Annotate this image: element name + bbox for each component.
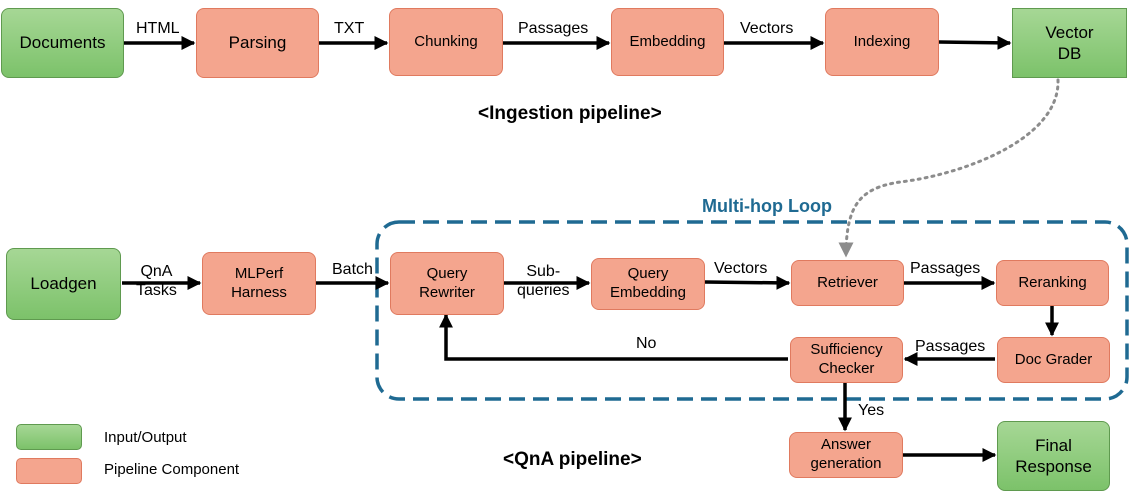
mlperf-line2: Harness [231, 283, 287, 301]
edge-label-passages-top: Passages [910, 260, 981, 277]
node-parsing: Parsing [196, 8, 319, 78]
node-loadgen: Loadgen [6, 248, 121, 320]
answer-line1: Answer [820, 436, 872, 454]
node-chunking: Chunking [389, 8, 503, 76]
edge-label-vectors: Vectors [740, 20, 794, 37]
vector-db-line1: Vector [1045, 22, 1094, 42]
legend-label-input-output: Input/Output [104, 429, 187, 446]
query-embedding-line2: Embedding [610, 284, 686, 301]
legend-label-pipeline-component: Pipeline Component [104, 461, 240, 478]
node-reranking: Reranking [996, 260, 1109, 306]
node-query-rewriter: Query Rewriter [390, 252, 504, 315]
query-rewriter-line2: Rewriter [419, 283, 475, 301]
sufficiency-line1: Sufficiency [810, 341, 883, 359]
qna-tasks-line2: Tasks [136, 282, 177, 300]
edge-label-html: HTML [136, 20, 180, 37]
edge-label-passages: Passages [518, 20, 589, 37]
final-line1: Final [1035, 435, 1072, 455]
node-embedding: Embedding [611, 8, 724, 76]
query-embedding-line1: Query [627, 265, 669, 283]
subqueries-line2: queries [517, 282, 570, 300]
edge-label-txt: TXT [334, 20, 365, 37]
arrow-indexing-vectordb [938, 35, 1012, 50]
legend-swatch-pipeline-component [16, 458, 82, 484]
node-query-embedding: Query Embedding [591, 258, 705, 310]
node-documents: Documents [1, 8, 124, 78]
dotted-link-vectordb-retriever [838, 78, 1060, 258]
sufficiency-line2: Checker [818, 360, 875, 377]
edge-label-qna-tasks: QnA Tasks [136, 262, 177, 300]
edge-label-no: No [636, 335, 657, 352]
edge-label-subqueries: Sub- queries [517, 262, 569, 300]
node-final-response: Final Response [997, 421, 1110, 491]
vector-db-line2: DB [1057, 44, 1082, 63]
answer-line2: generation [810, 455, 882, 472]
mlperf-line1: MLPerf [234, 264, 284, 282]
arrow-sufficiency-rewriter-no [439, 313, 788, 361]
multi-hop-loop-border [375, 220, 1129, 401]
legend-swatch-input-output [16, 424, 82, 450]
qna-tasks-line1: QnA [140, 263, 173, 280]
node-doc-grader: Doc Grader [997, 337, 1110, 383]
node-indexing: Indexing [825, 8, 939, 76]
edge-label-vectors-qna: Vectors [714, 260, 768, 277]
node-sufficiency-checker: Sufficiency Checker [790, 337, 903, 383]
arrow-qembedding-retriever [704, 275, 791, 290]
multi-hop-loop-title: Multi-hop Loop [702, 196, 832, 216]
edge-label-passages-bottom: Passages [915, 338, 986, 355]
node-vector-db: Vector DB [1012, 8, 1127, 78]
ingestion-pipeline-title: <Ingestion pipeline> [478, 103, 662, 124]
query-rewriter-line1: Query [426, 264, 468, 282]
edge-label-yes: Yes [858, 402, 885, 419]
node-retriever: Retriever [791, 260, 904, 306]
final-line2: Response [1015, 457, 1092, 476]
node-answer-generation: Answer generation [789, 432, 903, 478]
qna-pipeline-title: <QnA pipeline> [503, 449, 642, 470]
subqueries-line1: Sub- [526, 263, 561, 280]
edge-label-batch: Batch [332, 261, 373, 278]
node-mlperf-harness: MLPerf Harness [202, 252, 316, 315]
